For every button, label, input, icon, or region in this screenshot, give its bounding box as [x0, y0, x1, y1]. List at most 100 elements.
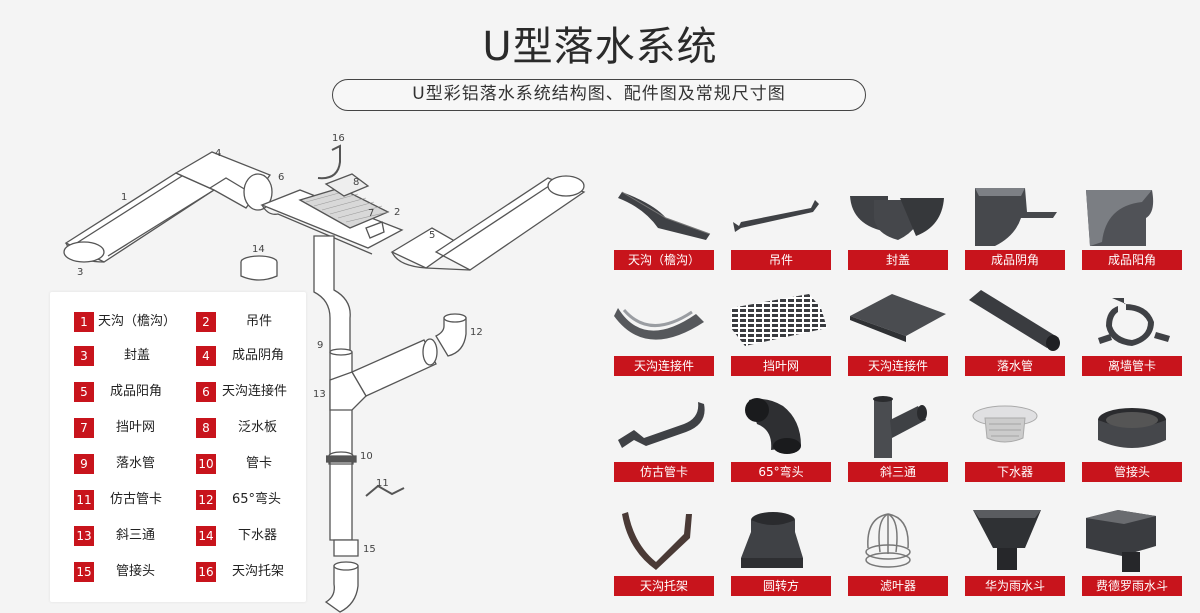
- round-to-square-icon: [741, 512, 803, 568]
- part-card: 圆转方: [731, 508, 831, 596]
- end-cap-icon: [850, 196, 944, 240]
- part-card: 下水器: [965, 394, 1065, 482]
- part-label: 滤叶器: [848, 576, 948, 596]
- part-card: 天沟（檐沟）: [614, 182, 714, 270]
- part-label: 圆转方: [731, 576, 831, 596]
- legend-number: 11: [74, 490, 94, 510]
- elbow-65-icon: [745, 398, 801, 454]
- part-label: 管接头: [1082, 462, 1182, 482]
- part-label: 吊件: [731, 250, 831, 270]
- callout-14: 14: [252, 244, 265, 255]
- part-card: 管接头: [1082, 394, 1182, 482]
- gutter-left-drawing: [63, 172, 216, 263]
- gutter-icon: [618, 191, 711, 240]
- legend-label: 斜三通: [116, 528, 156, 543]
- callout-9: 9: [317, 340, 323, 351]
- inner-corner-icon: [975, 188, 1057, 246]
- part-label: 挡叶网: [731, 356, 831, 376]
- gutter-center-drawing: [260, 173, 404, 255]
- part-card: 天沟连接件: [614, 288, 714, 376]
- legend-label: 管接头: [116, 564, 156, 579]
- callout-13: 13: [313, 389, 326, 400]
- legend-label: 挡叶网: [116, 420, 156, 435]
- legend-number: 15: [74, 562, 94, 582]
- flashing-plate-icon: [850, 294, 946, 342]
- part-card: 天沟连接件: [848, 288, 948, 376]
- gutter-right-drawing: [390, 175, 586, 271]
- leaf-guard-mesh-icon: [731, 294, 827, 346]
- legend-label: 落水管: [116, 456, 156, 471]
- legend-number: 5: [74, 382, 94, 402]
- part-card: 华为雨水斗: [965, 508, 1065, 596]
- part-label: 天沟连接件: [614, 356, 714, 376]
- page-title: U型落水系统: [482, 24, 718, 70]
- part-card: 挡叶网: [731, 288, 831, 376]
- legend-label: 成品阳角: [110, 384, 163, 399]
- part-label: 费德罗雨水斗: [1082, 576, 1182, 596]
- callout-3: 3: [77, 267, 83, 278]
- part-label: 华为雨水斗: [965, 576, 1065, 596]
- callout-16: 16: [332, 133, 345, 144]
- legend-label: 仿古管卡: [110, 492, 163, 507]
- callout-8: 8: [353, 177, 359, 188]
- downpipe-icon: [969, 290, 1060, 351]
- legend-label: 下水器: [238, 528, 278, 543]
- part-label: 天沟连接件: [848, 356, 948, 376]
- part-card: 离墙管卡: [1082, 288, 1182, 376]
- callout-6: 6: [278, 172, 284, 183]
- offset-pipe-clip-icon: [1098, 298, 1170, 346]
- legend-number: 3: [74, 346, 94, 366]
- antique-clip-icon: [618, 402, 705, 448]
- legend-number: 14: [196, 526, 216, 546]
- legend-label: 天沟托架: [232, 564, 285, 579]
- tee-drawing: [329, 338, 438, 411]
- part-card: 65°弯头: [731, 394, 831, 482]
- callout-10: 10: [360, 451, 373, 462]
- legend-number: 12: [196, 490, 216, 510]
- legend-label: 封盖: [124, 348, 151, 363]
- part-label: 天沟（檐沟）: [614, 250, 714, 270]
- callout-4: 4: [215, 148, 221, 159]
- part-label: 成品阳角: [1082, 250, 1182, 270]
- legend-number: 4: [196, 346, 216, 366]
- legend-number: 13: [74, 526, 94, 546]
- oblique-tee-icon: [873, 396, 927, 458]
- outlet-drawing: [240, 255, 278, 281]
- part-card: 落水管: [965, 288, 1065, 376]
- legend-row: 13 斜三通 14 下水器: [50, 524, 306, 548]
- part-card: 天沟托架: [614, 508, 714, 596]
- page-subtitle: U型彩铝落水系统结构图、配件图及常规尺寸图: [412, 84, 786, 104]
- legend-label: 成品阴角: [232, 348, 285, 363]
- legend-label: 管卡: [246, 456, 273, 471]
- legend-number: 7: [74, 418, 94, 438]
- inner-corner-drawing: [174, 151, 273, 211]
- legend-label: 天沟连接件: [222, 384, 288, 399]
- legend-number: 1: [74, 312, 94, 332]
- legend-number: 6: [196, 382, 216, 402]
- legend-number: 2: [196, 312, 216, 332]
- part-card: 封盖: [848, 182, 948, 270]
- rain-hopper-b-icon: [1086, 510, 1156, 572]
- outlet-drain-icon: [972, 405, 1038, 443]
- legend-number: 8: [196, 418, 216, 438]
- callout-12: 12: [470, 327, 483, 338]
- part-label: 斜三通: [848, 462, 948, 482]
- structure-diagram: 1 2 3 4 5 6 7 8 9 10 11 12 13 14 15 16: [63, 133, 586, 613]
- part-label: 成品阴角: [965, 250, 1065, 270]
- subtitle-pill: U型彩铝落水系统结构图、配件图及常规尺寸图: [332, 79, 866, 111]
- legend-label: 天沟（檐沟）: [98, 314, 177, 329]
- hanger-icon: [733, 200, 819, 232]
- rain-hopper-a-icon: [973, 510, 1041, 570]
- pipe-coupling-icon: [1098, 408, 1166, 448]
- callout-15: 15: [363, 544, 376, 555]
- outer-corner-icon: [1086, 190, 1154, 246]
- callout-5: 5: [429, 230, 435, 241]
- part-label: 仿古管卡: [614, 462, 714, 482]
- part-label: 离墙管卡: [1082, 356, 1182, 376]
